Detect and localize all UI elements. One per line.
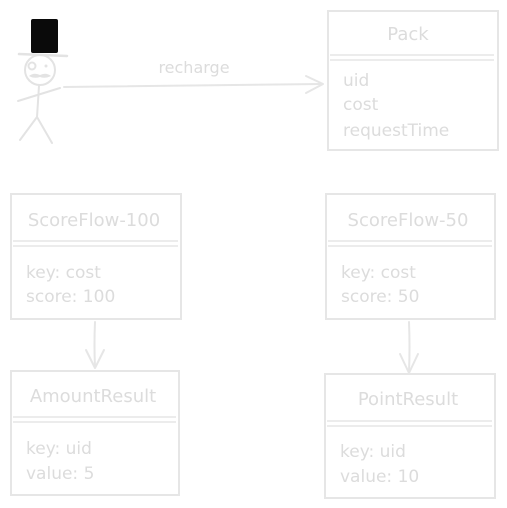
pointresult-field-key: key: uid [340,442,406,462]
actor-head [24,54,56,86]
pointresult-field-value: value: 10 [340,467,419,487]
scoreflow100-to-amountresult-arrow [85,321,105,369]
scoreflow50-field-score: score: 50 [341,287,419,307]
pack-field-cost: cost [343,95,379,115]
recharge-label: recharge [158,58,229,77]
pack-field-requesttime: requestTime [343,121,449,141]
amountresult-title: AmountResult [30,386,156,407]
scoreflow50-box[interactable]: ScoreFlow-50 key: cost score: 50 [325,193,496,320]
amountresult-field-key: key: uid [26,439,92,459]
pack-box[interactable]: Pack uid cost requestTime [327,10,499,151]
scoreflow50-field-key: key: cost [341,263,416,283]
recharge-arrow-line [63,83,323,88]
pointresult-box-frame [324,373,496,499]
scoreflow100-field-score: score: 100 [26,287,115,307]
actor-stick-figure-icon [17,19,69,144]
scoreflow100-field-key: key: cost [26,263,101,283]
scoreflow100-title: ScoreFlow-100 [28,210,160,231]
pack-field-uid: uid [343,71,369,91]
recharge-connector: recharge [63,58,324,94]
mustache-icon [29,73,51,78]
pointresult-title: PointResult [358,389,458,410]
amountresult-box[interactable]: AmountResult key: uid value: 5 [10,370,180,496]
scoreflow100-box-frame [10,193,182,320]
scoreflow50-box-frame [325,193,496,320]
pointresult-box[interactable]: PointResult key: uid value: 10 [324,373,496,499]
recharge-arrowhead [305,75,324,94]
scoreflow50-title: ScoreFlow-50 [348,210,469,231]
amountresult-box-frame [10,370,180,496]
pack-title: Pack [387,24,429,45]
scoreflow100-box[interactable]: ScoreFlow-100 key: cost score: 100 [10,193,182,320]
scoreflow50-to-pointresult-arrow [399,321,419,374]
pack-box-frame [327,10,499,151]
monocle-icon [27,61,37,71]
amountresult-field-value: value: 5 [26,464,94,484]
